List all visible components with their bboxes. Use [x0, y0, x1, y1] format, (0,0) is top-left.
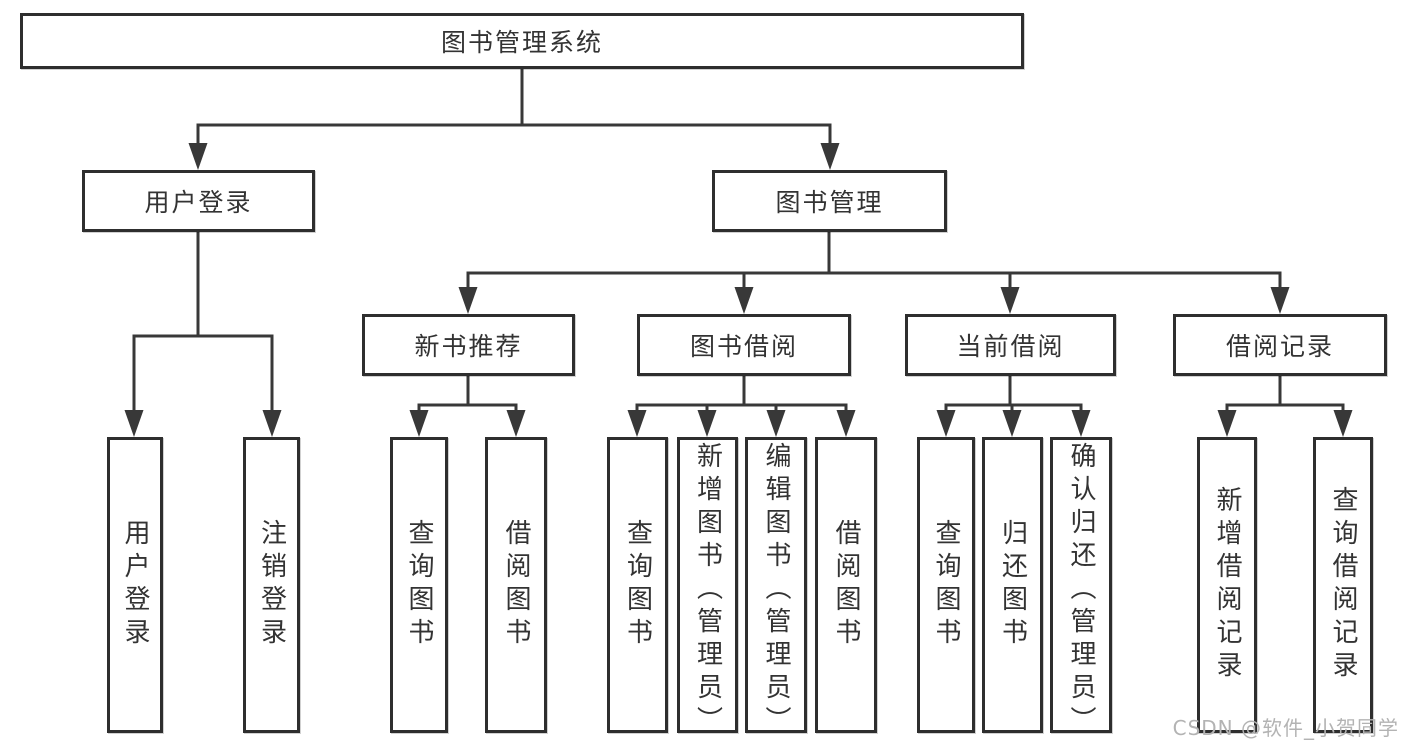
node-leaf-confirm-return-admin: 确认归还（管理员） — [1050, 437, 1112, 739]
node-label: 归还图书 — [997, 519, 1028, 651]
node-leaf-query-borrow-record: 查询借阅记录 — [1313, 437, 1373, 733]
node-label: 新增借阅记录 — [1212, 486, 1242, 684]
node-borrow-record: 借阅记录 — [1173, 314, 1387, 376]
connector-borrow-record-children — [1217, 376, 1353, 437]
node-label: 新增图书（管理员） — [692, 442, 723, 739]
node-label: 借阅记录 — [1225, 332, 1334, 361]
node-leaf-logout-login: 注销登录 — [243, 437, 300, 733]
node-label: 查询图书 — [931, 519, 961, 651]
node-label: 新书推荐 — [414, 332, 523, 361]
node-book-management: 图书管理 — [712, 170, 947, 232]
node-leaf-return-book: 归还图书 — [982, 437, 1043, 733]
node-leaf-borrow-book-recommend: 借阅图书 — [485, 437, 547, 733]
node-leaf-user-login: 用户登录 — [107, 437, 163, 733]
node-label: 借阅图书 — [831, 519, 861, 651]
node-label: 图书借阅 — [689, 332, 798, 361]
node-leaf-add-book-admin: 新增图书（管理员） — [677, 437, 738, 739]
connector-new-book-recommend-children — [409, 376, 526, 437]
node-book-borrow: 图书借阅 — [637, 314, 851, 376]
node-leaf-query-book-current: 查询图书 — [917, 437, 975, 733]
node-label: 借阅图书 — [501, 519, 531, 651]
node-label: 图书管理系统 — [440, 28, 603, 57]
connector-user-login-branch — [124, 232, 282, 437]
node-leaf-query-book-recommend: 查询图书 — [390, 437, 448, 733]
node-new-book-recommend: 新书推荐 — [362, 314, 575, 376]
node-label: 查询图书 — [404, 519, 434, 651]
node-label: 查询图书 — [622, 519, 653, 651]
node-label: 用户登录 — [144, 188, 253, 217]
node-label: 确认归还（管理员） — [1066, 442, 1096, 739]
node-label: 编辑图书（管理员） — [761, 442, 791, 739]
csdn-watermark: CSDN @软件_小贺同学 — [1172, 716, 1399, 740]
node-label: 用户登录 — [120, 519, 150, 651]
node-label: 图书管理 — [775, 188, 884, 217]
node-user-login: 用户登录 — [82, 170, 315, 232]
node-label: 当前借阅 — [956, 332, 1065, 361]
connector-book-borrow-children — [627, 376, 856, 437]
node-leaf-borrow-book: 借阅图书 — [815, 437, 877, 733]
node-leaf-edit-book-admin: 编辑图书（管理员） — [745, 437, 807, 739]
connector-book-management-to-level3 — [458, 232, 1290, 314]
node-leaf-query-book-borrow: 查询图书 — [607, 437, 668, 733]
node-label: 查询借阅记录 — [1328, 486, 1358, 684]
node-library-management-system: 图书管理系统 — [20, 13, 1024, 69]
connector-root-to-level2 — [188, 69, 840, 170]
connector-current-borrow-children — [936, 376, 1091, 437]
node-current-borrow: 当前借阅 — [905, 314, 1116, 376]
node-leaf-add-borrow-record: 新增借阅记录 — [1197, 437, 1257, 733]
node-label: 注销登录 — [256, 519, 287, 651]
